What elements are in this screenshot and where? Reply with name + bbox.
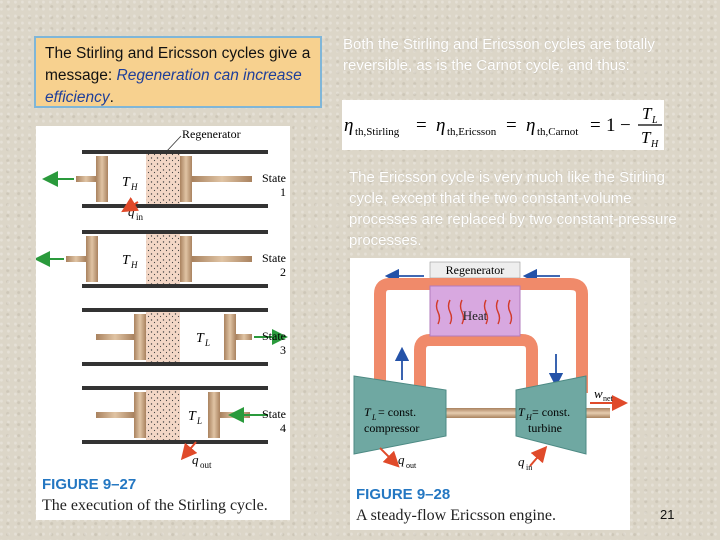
eq-one: 1 [606, 115, 616, 136]
svg-text:=: = [590, 115, 601, 136]
svg-text:State: State [262, 329, 286, 343]
svg-text:3: 3 [280, 343, 286, 357]
key-message-callout: The Stirling and Ericsson cycles give a … [34, 36, 322, 108]
ericsson-regenerator-label: Regenerator [446, 263, 505, 277]
svg-text:T: T [518, 405, 526, 419]
eta-ericsson: η [436, 115, 445, 136]
heat-label: Heat [463, 308, 488, 323]
svg-text:= const.: = const. [532, 405, 570, 419]
svg-text:net: net [603, 394, 614, 403]
svg-text:H: H [130, 182, 138, 192]
svg-text:L: L [196, 416, 202, 426]
frac-num: T [642, 104, 653, 123]
svg-text:State: State [262, 251, 286, 265]
svg-text:1: 1 [280, 185, 286, 199]
stirling-state-2: T H State 2 [36, 230, 286, 288]
eta-carnot: η [526, 115, 535, 136]
svg-text:H: H [525, 413, 533, 422]
svg-text:in: in [526, 463, 532, 472]
callout-end: . [109, 89, 114, 106]
figure-stirling-cycle: Regenerator T H q in State 1 [36, 126, 290, 520]
svg-text:T: T [188, 409, 197, 424]
svg-text:q: q [192, 452, 199, 467]
stirling-state-4: T L q out State 4 [82, 386, 286, 470]
stirling-state-1: T H q in State 1 [42, 150, 286, 222]
figure-ericsson-engine: Regenerator Heat T L = const. compressor [350, 258, 630, 530]
svg-text:in: in [136, 212, 144, 222]
stirling-caption: FIGURE 9–27 The execution of the Stirlin… [42, 476, 268, 515]
callout-highlight: Regeneration can increase efficiency [45, 67, 302, 106]
ericsson-caption: FIGURE 9–28 A steady-flow Ericsson engin… [356, 486, 556, 525]
svg-text:= const.: = const. [378, 405, 416, 419]
stirling-regenerator-label: Regenerator [182, 127, 241, 141]
svg-text:H: H [130, 260, 138, 270]
svg-text:State: State [262, 171, 286, 185]
stirling-caption-text: The execution of the Stirling cycle. [42, 497, 268, 514]
eta-ericsson-sub: th,Ericsson [447, 126, 497, 138]
stirling-caption-number: FIGURE 9–27 [42, 476, 137, 493]
svg-text:State: State [262, 407, 286, 421]
ericsson-description: The Ericsson cycle is very much like the… [349, 169, 677, 249]
svg-text:T: T [122, 175, 131, 190]
svg-text:out: out [200, 460, 212, 470]
efficiency-equation: η th,Stirling = η th,Ericsson = η th,Car… [342, 100, 664, 150]
callout-text: The Stirling and Ericsson cycles give a … [45, 45, 311, 84]
eta-stirling-sub: th,Stirling [355, 126, 400, 138]
intro-text: Both the Stirling and Ericsson cycles ar… [343, 36, 655, 74]
svg-text:4: 4 [280, 421, 286, 435]
svg-text:w: w [594, 386, 603, 401]
turbine-label: turbine [528, 421, 562, 435]
svg-text:=: = [506, 115, 517, 136]
eta-carnot-sub: th,Carnot [537, 126, 578, 138]
frac-den: T [641, 128, 652, 147]
ericsson-caption-text: A steady-flow Ericsson engine. [356, 507, 556, 524]
stirling-state-3: T L State 3 [82, 308, 288, 366]
svg-text:2: 2 [280, 265, 286, 279]
frac-num-sub: L [651, 115, 658, 126]
svg-text:T: T [196, 331, 205, 346]
svg-text:−: − [620, 115, 631, 136]
page-number: 21 [660, 507, 675, 522]
svg-text:q: q [518, 454, 525, 469]
svg-text:T: T [122, 253, 131, 268]
svg-text:out: out [406, 461, 417, 470]
svg-text:L: L [371, 413, 377, 422]
svg-text:=: = [416, 115, 427, 136]
frac-den-sub: H [650, 139, 659, 150]
svg-text:q: q [398, 452, 405, 467]
svg-text:L: L [204, 338, 210, 348]
svg-text:T: T [364, 405, 372, 419]
compressor-label: compressor [364, 421, 419, 435]
ericsson-caption-number: FIGURE 9–28 [356, 486, 451, 503]
eta-stirling: η [344, 115, 353, 136]
